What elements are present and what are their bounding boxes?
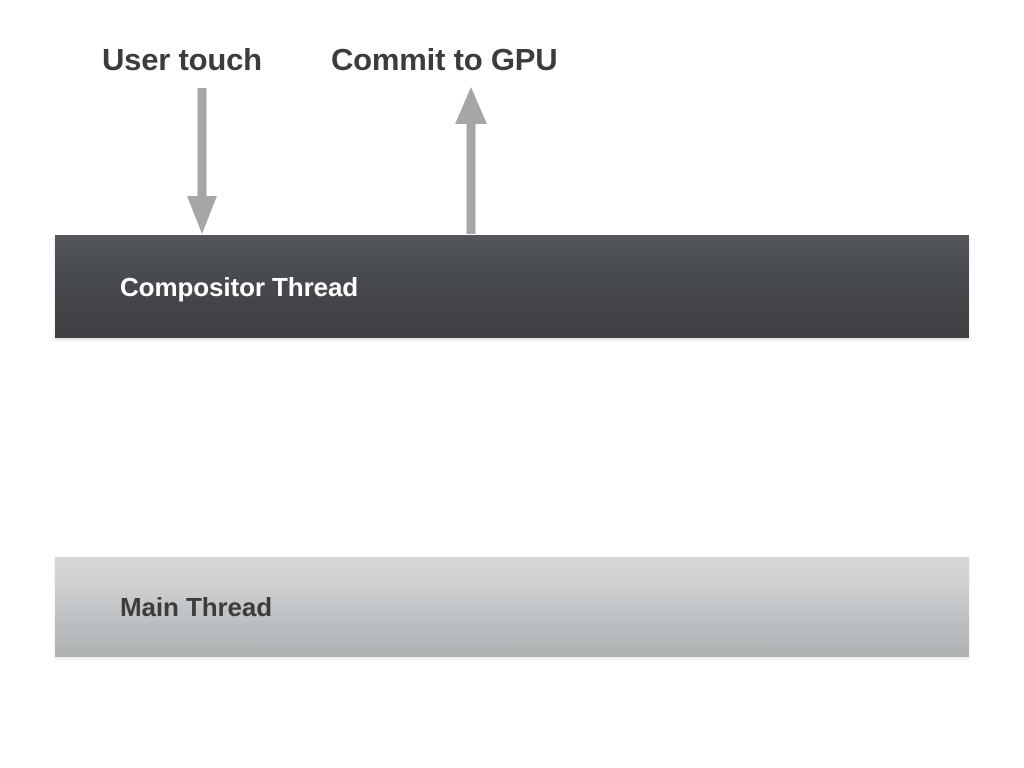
annotation-label-user-touch: User touch: [102, 42, 262, 77]
down-arrow-icon: [187, 88, 217, 234]
main-thread-label: Main Thread: [120, 592, 273, 622]
up-arrow-icon: [455, 87, 487, 234]
annotation-label-commit-to-gpu: Commit to GPU: [331, 42, 558, 77]
compositor-thread-bar: Compositor Thread: [55, 235, 969, 338]
compositor-thread-label: Compositor Thread: [120, 271, 359, 302]
main-thread-bar: Main Thread: [55, 557, 969, 657]
